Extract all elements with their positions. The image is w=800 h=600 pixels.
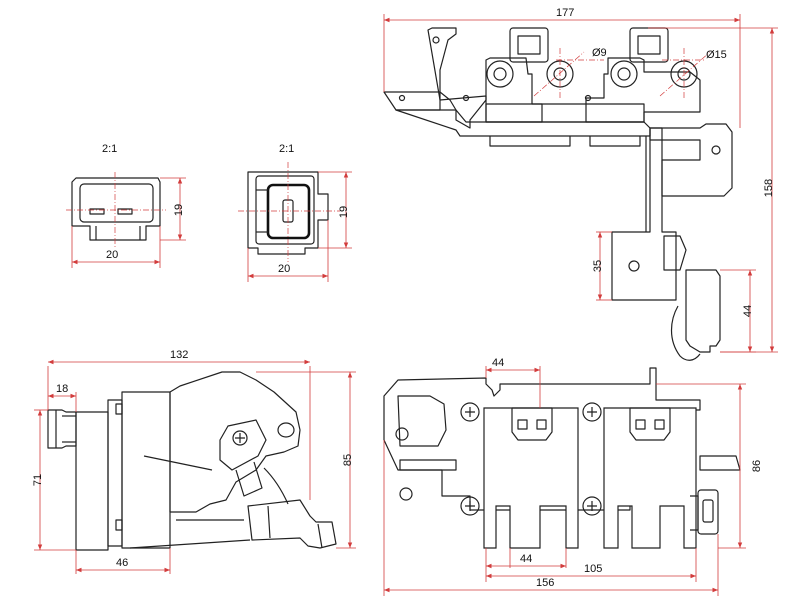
side-bottom-width-label: 46	[116, 557, 128, 569]
connector-b-view: 2:1 20 19	[238, 143, 352, 282]
top-overall-width-label: 177	[556, 7, 574, 19]
connector-b-width-label: 20	[278, 263, 290, 275]
top-view: Ø9 Ø15 177 158 35 44	[383, 7, 778, 361]
lead-height-label: 44	[742, 305, 754, 317]
front-overall-height-label: 86	[751, 460, 763, 472]
hole-large-diameter-label: Ø15	[706, 49, 727, 61]
front-bottom-pitch-label: 44	[520, 553, 532, 565]
top-overall-height-label: 158	[763, 179, 775, 197]
front-view: 44 44 105 156 86	[383, 357, 763, 596]
connector-a-width-label: 20	[106, 249, 118, 261]
connector-a-height-label: 19	[173, 204, 185, 216]
front-top-pitch-label: 44	[492, 357, 504, 369]
front-coil-span-label: 105	[584, 563, 602, 575]
connector-a-view: 2:1 20 19	[66, 143, 186, 268]
connector-b-height-label: 19	[338, 206, 350, 218]
side-overall-height-label: 85	[342, 454, 354, 466]
hole-small-diameter-label: Ø9	[592, 47, 607, 59]
side-body-height-label: 71	[32, 474, 44, 486]
connector-b-scale-label: 2:1	[279, 143, 294, 155]
bracket-height-label: 35	[592, 260, 604, 272]
connector-a-scale-label: 2:1	[102, 143, 117, 155]
side-view: 132 18 85 71 46	[32, 349, 356, 574]
front-overall-width-label: 156	[536, 577, 554, 589]
side-connector-width-label: 18	[56, 383, 68, 395]
side-overall-width-label: 132	[170, 349, 188, 361]
